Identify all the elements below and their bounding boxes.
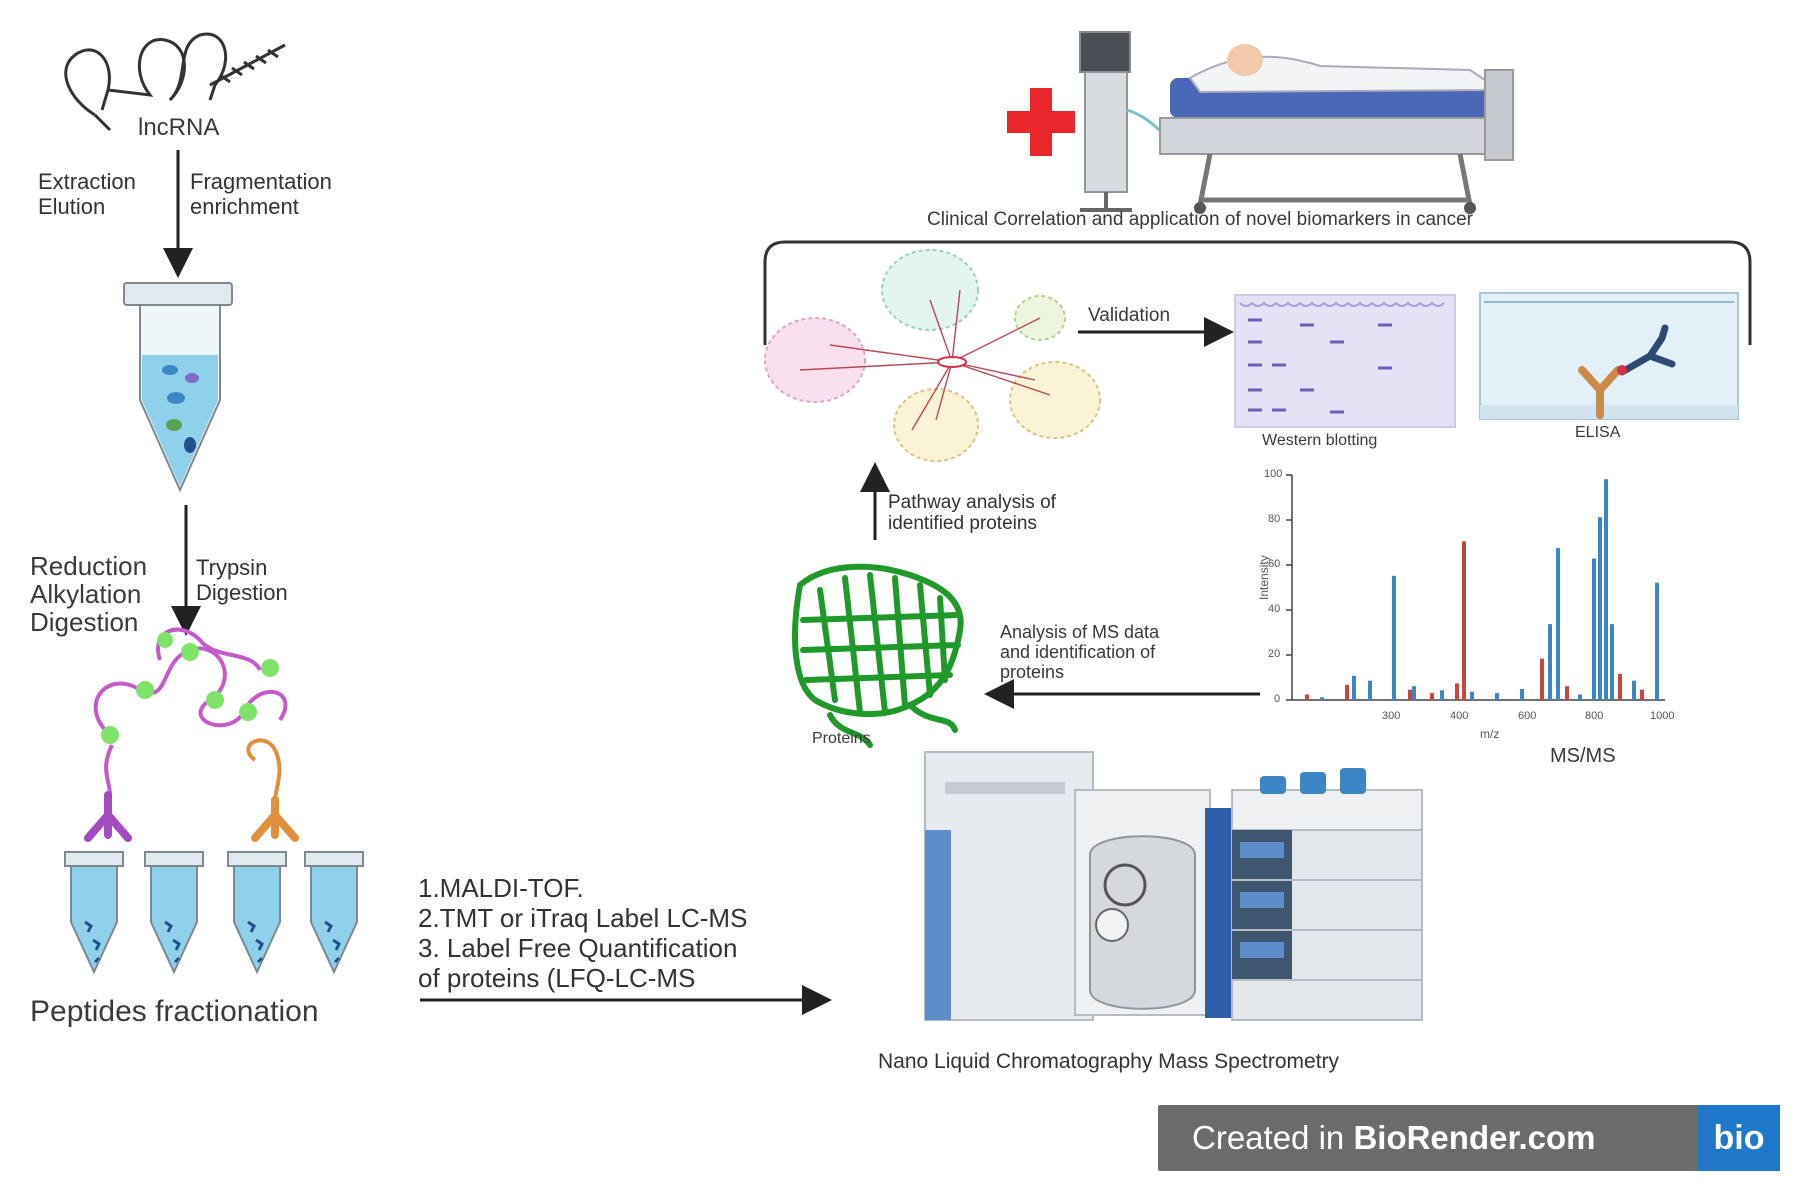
antibody-purple-icon (84, 791, 132, 842)
reduction-text: Reduction (30, 551, 148, 581)
ytick-60: 60 (1268, 558, 1281, 570)
clinical-correlation-label: Clinical Correlation and application of … (927, 209, 1473, 230)
protein-structure-icon (792, 563, 964, 748)
clinical-bracket (763, 240, 1752, 345)
spectrum-peak (1565, 686, 1569, 700)
spectrum-peak (1392, 575, 1396, 700)
sample-tube-icon (123, 282, 233, 493)
spectrum-peak (1592, 558, 1596, 700)
spectrum-peak (1412, 686, 1416, 700)
ytick-100: 100 (1264, 468, 1283, 480)
method-lfq-cont: of proteins (LFQ-LC-MS (418, 962, 696, 993)
spectrum-peak (1440, 690, 1444, 700)
ytick-0: 0 (1274, 693, 1281, 705)
western-blot-icon (1234, 294, 1456, 428)
elution-text: Elution (38, 193, 106, 219)
badge-prefix: Created in (1192, 1119, 1354, 1156)
trypsin-label: Trypsin Digestion (196, 555, 288, 605)
spectrum-peak (1408, 689, 1412, 700)
spectrum-peaks (1305, 479, 1659, 700)
spectrum-peak (1640, 689, 1644, 700)
spectrum-peak (1548, 624, 1552, 700)
ms-analysis-text-1: Analysis of MS data (1000, 622, 1160, 642)
peptides-fractionation-label: Peptides fractionation (30, 995, 319, 1028)
xtick-300: 300 (1382, 710, 1401, 722)
ms-methods-list: 1.MALDI-TOF. 2.TMT or iTraq Label LC-MS … (418, 873, 748, 994)
biorender-badge-text: Created in BioRender.com (1192, 1119, 1596, 1157)
spectrum-peak (1320, 697, 1324, 700)
medical-cross-icon (1007, 88, 1075, 156)
spectrum-peak (1655, 582, 1659, 700)
elisa-label: ELISA (1575, 424, 1621, 441)
spectrum-peak (1352, 675, 1356, 700)
pathway-text-2: identified proteins (888, 513, 1037, 535)
ms-analysis-label: Analysis of MS data and identification o… (1000, 622, 1159, 682)
spectrum-peak (1610, 624, 1614, 700)
spectrum-peak (1556, 548, 1560, 700)
spectrum-peak (1495, 693, 1499, 700)
xtick-1000: 1000 (1650, 710, 1675, 722)
validation-label: Validation (1088, 305, 1171, 326)
alkylation-text: Alkylation (30, 579, 142, 610)
bio-logo-icon: bio (1698, 1105, 1780, 1171)
hospital-bed-icon (1079, 31, 1514, 214)
spectrum-peak (1520, 688, 1524, 700)
spectrum-peak (1578, 694, 1582, 700)
ms-analysis-text-2: and identification of (1000, 642, 1156, 663)
extraction-label: Extraction Elution (38, 169, 136, 219)
digested-protein-icon (93, 627, 288, 801)
spectrum-peak (1598, 517, 1602, 700)
ytick-40: 40 (1268, 603, 1281, 615)
spectrum-axes (1286, 474, 1665, 701)
fragmentation-text: Fragmentation (190, 169, 332, 194)
xtick-800: 800 (1585, 710, 1604, 722)
spectrum-peak (1632, 680, 1636, 700)
spectrum-peak (1455, 683, 1459, 700)
spectrum-peak (1368, 680, 1372, 700)
protein-network-icon (764, 249, 1101, 462)
trypsin-digestion-text: Digestion (196, 579, 288, 605)
elisa-well-icon (1479, 292, 1739, 420)
enrichment-text: enrichment (190, 193, 299, 219)
biorender-badge[interactable]: Created in BioRender.com bio (1158, 1105, 1780, 1171)
spectrum-peak (1462, 541, 1466, 700)
digestion-text: Digestion (30, 607, 139, 638)
method-tmt: 2.TMT or iTraq Label LC-MS (418, 902, 748, 933)
proteins-label: Proteins (812, 730, 871, 747)
spectrum-peak (1345, 684, 1349, 700)
trypsin-text: Trypsin (196, 555, 268, 580)
spectrum-peak (1604, 479, 1608, 700)
ytick-20: 20 (1268, 648, 1281, 660)
spectrum-peak (1430, 693, 1434, 700)
nano-lcms-instrument-icon (924, 751, 1423, 1021)
fragmentation-label: Fragmentation enrichment (190, 169, 332, 219)
spectrum-xlabel: m/z (1480, 727, 1500, 741)
spectrum-peak (1618, 673, 1622, 700)
ms-analysis-text-3: proteins (1000, 662, 1065, 683)
pathway-analysis-label: Pathway analysis of identified proteins (888, 492, 1056, 535)
fraction-tubes-icon (64, 851, 364, 975)
spectrum-peak (1540, 658, 1544, 700)
antibody-orange-icon (251, 796, 299, 842)
spectrum-peak (1470, 691, 1474, 700)
badge-brand: BioRender.com (1353, 1119, 1596, 1156)
spectrum-peak (1305, 694, 1309, 700)
western-blotting-label: Western blotting (1262, 432, 1378, 449)
xtick-600: 600 (1518, 710, 1537, 722)
extraction-text: Extraction (38, 169, 136, 194)
reduction-label: Reduction Alkylation Digestion (30, 552, 147, 636)
ytick-80: 80 (1268, 513, 1281, 525)
pathway-text-1: Pathway analysis of (888, 492, 1056, 513)
xtick-400: 400 (1450, 710, 1469, 722)
method-lfq: 3. Label Free Quantification (418, 932, 738, 963)
msms-label: MS/MS (1550, 745, 1616, 767)
lncrna-icon (64, 32, 286, 132)
lncrna-label: lncRNA (138, 114, 220, 141)
nano-lcms-label: Nano Liquid Chromatography Mass Spectrom… (878, 1050, 1340, 1073)
method-maldi: 1.MALDI-TOF. (418, 873, 584, 903)
